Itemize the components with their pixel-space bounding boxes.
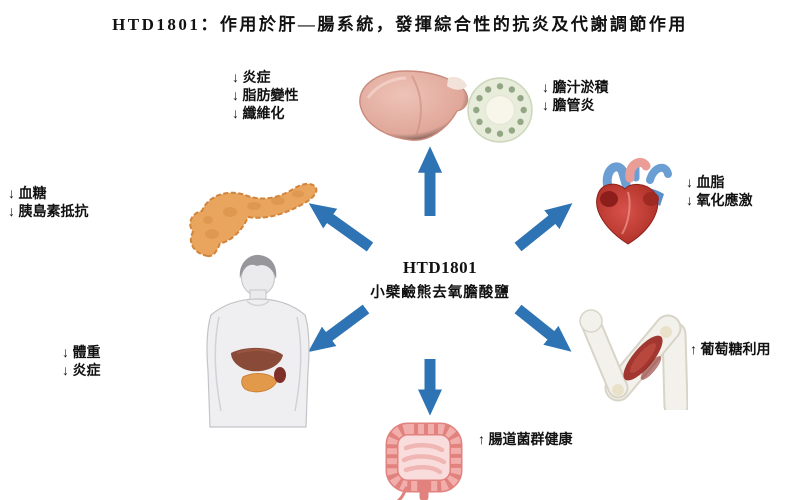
effect-line: ↓ 胰島素抵抗 bbox=[8, 205, 89, 220]
drug-name: HTD1801 bbox=[402, 258, 478, 277]
effect-line: ↓ 炎症 bbox=[232, 71, 271, 86]
arrow-to-pancreas-icon bbox=[308, 203, 374, 252]
effect-line: ↓ 血糖 bbox=[8, 187, 47, 202]
effect-line: ↓ 血脂 bbox=[686, 176, 725, 191]
arrow-to-muscle-icon bbox=[514, 304, 572, 352]
bile-duct-effects-label: ↓ 膽汁淤積 ↓ 膽管炎 bbox=[542, 80, 609, 116]
effect-line: ↑ 腸道菌群健康 bbox=[478, 433, 573, 448]
arrow-to-body-icon bbox=[308, 304, 370, 353]
center-hub: HTD1801 小檗鹼熊去氧膽酸鹽 bbox=[330, 258, 550, 302]
effect-line: ↓ 炎症 bbox=[62, 364, 101, 379]
effect-line: ↓ 纖維化 bbox=[232, 107, 285, 122]
large-intestine-icon bbox=[385, 422, 463, 500]
body-effects-label: ↓ 體重 ↓ 炎症 bbox=[62, 345, 101, 381]
heart-effects-label: ↓ 血脂 ↓ 氧化應激 bbox=[686, 175, 753, 211]
bile-duct-cross-section-icon bbox=[467, 77, 533, 143]
human-torso-organs-icon bbox=[206, 254, 310, 428]
effect-line: ↓ 膽管炎 bbox=[542, 99, 595, 114]
diagram-title: HTD1801：作用於肝—腸系統，發揮綜合性的抗炎及代謝調節作用 bbox=[112, 15, 688, 34]
effect-line: ↓ 氧化應激 bbox=[686, 194, 753, 209]
arrow-to-heart-icon bbox=[514, 203, 573, 252]
pancreas-icon bbox=[189, 182, 318, 258]
effect-line: ↑ 葡萄糖利用 bbox=[690, 343, 771, 358]
heart-icon bbox=[596, 158, 672, 245]
arm-muscle-icon bbox=[579, 309, 688, 410]
effect-line: ↓ 膽汁淤積 bbox=[542, 81, 609, 96]
liver-icon bbox=[359, 70, 469, 141]
pancreas-effects-label: ↓ 血糖 ↓ 胰島素抵抗 bbox=[8, 186, 89, 222]
effect-line: ↓ 脂肪變性 bbox=[232, 89, 299, 104]
compound-name: 小檗鹼熊去氧膽酸鹽 bbox=[370, 285, 510, 301]
gut-effects-label: ↑ 腸道菌群健康 bbox=[478, 432, 573, 450]
muscle-effects-label: ↑ 葡萄糖利用 bbox=[690, 342, 771, 360]
liver-effects-label: ↓ 炎症 ↓ 脂肪變性 ↓ 纖維化 bbox=[232, 70, 299, 124]
effect-line: ↓ 體重 bbox=[62, 346, 101, 361]
